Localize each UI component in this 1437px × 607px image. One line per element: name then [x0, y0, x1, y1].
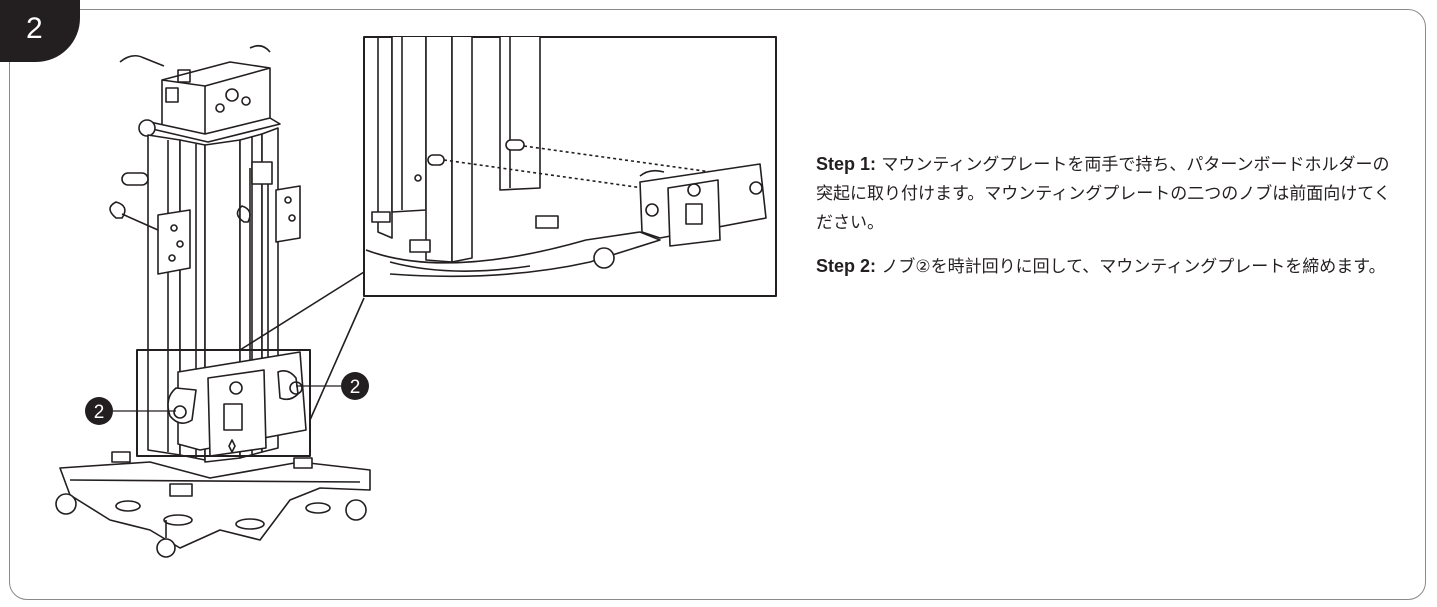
assembly-illustration: 2 2: [55, 36, 777, 558]
stand-drawing: [55, 44, 371, 558]
callout-right: [296, 372, 369, 400]
detail-frame: [136, 349, 311, 457]
zoom-inset: [363, 36, 777, 297]
step-card: [9, 9, 1426, 600]
step-2-label: Step 2:: [816, 256, 877, 276]
instructions: Step 1: マウンティングプレートを両手で持ち、パターンボードホルダーの突起…: [816, 150, 1396, 296]
step-1-label: Step 1:: [816, 154, 877, 174]
callout-right-label: 2: [350, 377, 361, 398]
callout-left-label: 2: [94, 402, 105, 423]
step-2-text: ノブ②を時計回りに回して、マウンティングプレートを締めます。: [881, 257, 1386, 277]
step-1-paragraph: Step 1: マウンティングプレートを両手で持ち、パターンボードホルダーの突起…: [816, 150, 1396, 238]
step-2-paragraph: Step 2: ノブ②を時計回りに回して、マウンティングプレートを締めます。: [816, 252, 1396, 282]
step-1-text: マウンティングプレートを両手で持ち、パターンボードホルダーの突起に取り付けます。…: [816, 155, 1391, 233]
callout-left: [85, 397, 176, 425]
step-number: 2: [26, 12, 43, 45]
